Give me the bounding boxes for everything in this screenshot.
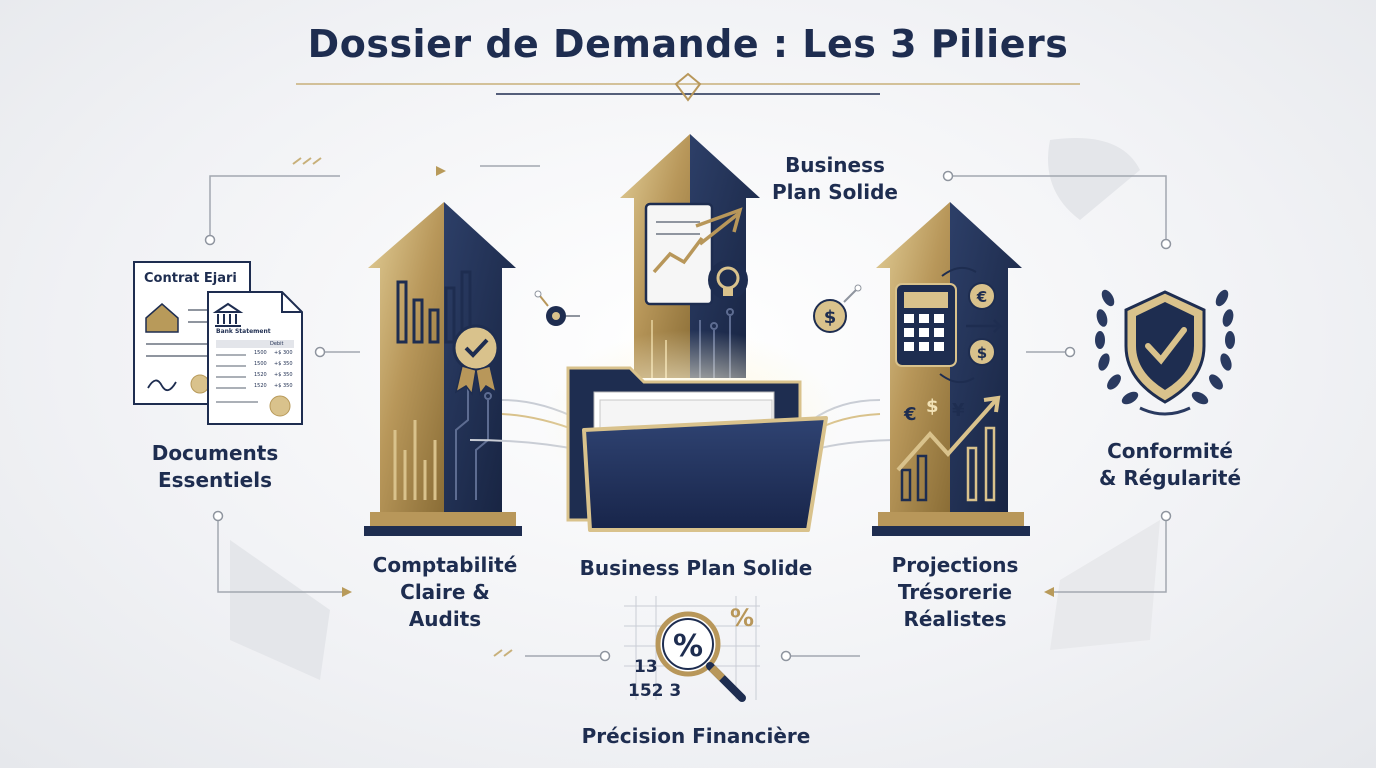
label-precision-financiere: Précision Financière [581,724,811,748]
connector-dots [204,170,1172,662]
bank-row: 1500 [254,350,267,356]
label-line: Essentiels [157,468,272,492]
yen-symbol: ¥ [952,400,965,421]
label-line: Business [785,153,885,177]
svg-text:$: $ [824,307,837,328]
tech-icon-left [534,290,580,326]
dollar-symbol: $ [926,396,939,417]
euro-symbol: € [903,404,917,425]
label-line: Trésorerie [897,580,1013,604]
label-documents-essentiels: Documents Essentiels [120,440,310,494]
bank-row: 1520 [254,372,267,378]
label-line: Comptabilité [372,553,518,577]
shield-icon [1095,289,1235,416]
connector-arrowheads [342,166,1054,597]
label-conformite: Conformité & Régularité [1070,438,1270,492]
label-line: Projections [891,553,1019,577]
folder-illustration [542,330,842,532]
bank-value: +$ 350 [274,383,293,389]
label-line: Conformité [1107,439,1233,463]
percent-symbol: % [673,629,703,664]
label-projections: Projections Trésorerie Réalistes [860,552,1050,633]
precision-number-2: 152 3 [628,681,681,701]
pillar-comptabilite [364,202,522,536]
bank-value: +$ 300 [274,350,293,356]
title-divider [296,72,1080,102]
pillar-projections: € $ € $ ¥ [872,202,1030,536]
decor-dashes [292,157,513,657]
bank-row: 1520 [254,383,267,389]
label-line: Réalistes [903,607,1007,631]
documents-illustration [133,261,303,425]
decor-shape-right [1048,138,1140,220]
bank-statement-title: Bank Statement [216,328,271,335]
dollar-coin-icon: $ [813,284,862,333]
label-business-plan-top: Business Plan Solide [760,152,910,206]
bank-row: 1500 [254,361,267,367]
label-line: Claire & [400,580,490,604]
bank-value: +$ 350 [274,372,293,378]
decor-shape-right-bottom [1050,520,1160,650]
bank-header: Debit [270,341,284,347]
label-line: & Régularité [1098,466,1242,490]
decor-shape-left [230,540,330,680]
connector-lines [209,165,1167,657]
label-comptabilite: Comptabilité Claire & Audits [350,552,540,633]
precision-number-1: 13 [634,657,658,677]
pillar-business-plan [620,134,760,378]
magnifier-icon: % % 13 152 3 [624,596,760,702]
percent-symbol-gold: % [730,604,754,632]
dollar-coin-small-icon: $ [977,344,987,362]
euro-coin-icon: € [976,288,987,306]
contract-title: Contrat Ejari [144,271,237,286]
label-line: Audits [408,607,482,631]
label-business-plan-center: Business Plan Solide [579,556,813,580]
label-line: Plan Solide [772,180,898,204]
page-title: Dossier de Demande : Les 3 Piliers [307,22,1069,66]
label-line: Documents [151,441,279,465]
bank-value: +$ 350 [274,361,293,367]
